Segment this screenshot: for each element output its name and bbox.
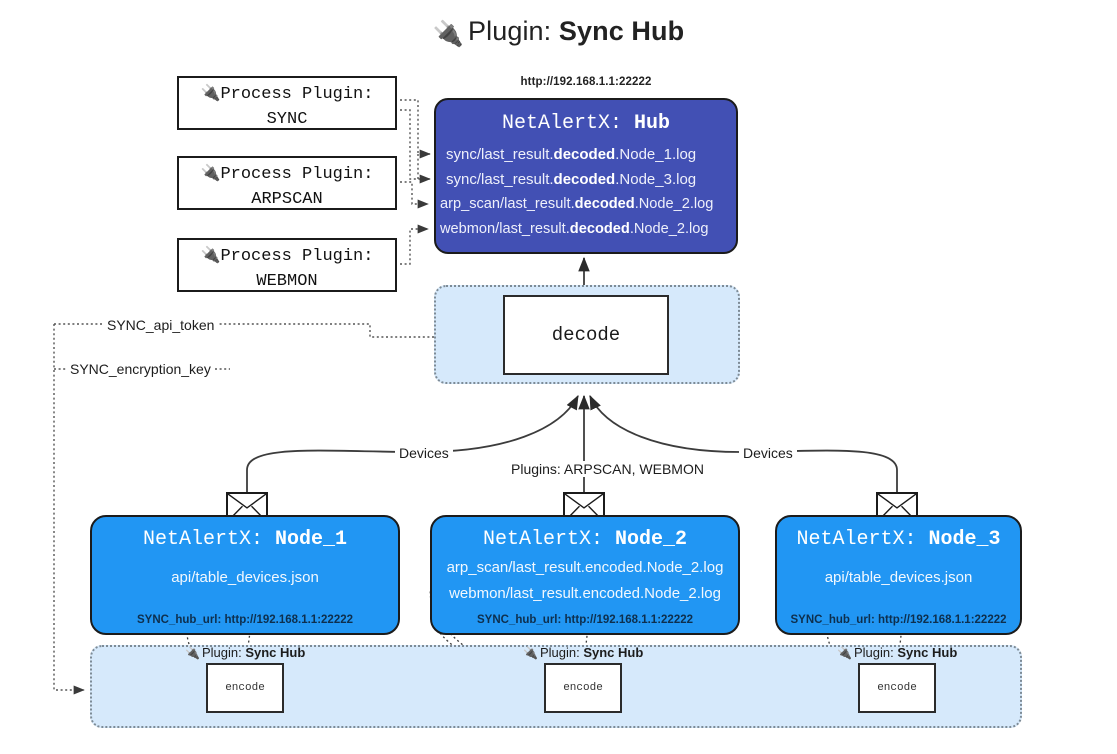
page-title-prefix: Plugin: [468, 16, 559, 46]
process-plugin-sync-line2: SYNC [266, 110, 308, 129]
edge-label-plugins-center: Plugins: ARPSCAN, WEBMON [507, 461, 708, 477]
edge-label-sync-encryption-key: SYNC_encryption_key [66, 361, 215, 377]
node-box-node-3[interactable]: NetAlertX: Node_3 api/table_devices.json… [775, 515, 1022, 635]
edge-label-devices-left: Devices [395, 445, 453, 461]
node-footer: SYNC_hub_url: http://192.168.1.1:22222 [790, 614, 1007, 626]
plug-icon: 🔌 [200, 245, 221, 264]
plug-icon: 🔌 [200, 163, 221, 182]
plug-icon: 🔌 [185, 646, 200, 660]
plug-icon: 🔌 [200, 83, 221, 102]
process-plugin-arpscan[interactable]: 🔌Process Plugin: ARPSCAN [177, 156, 397, 210]
node-box-node-1[interactable]: NetAlertX: Node_1 api/table_devices.json… [90, 515, 400, 635]
plug-icon: 🔌 [432, 20, 465, 48]
process-plugin-arpscan-line1: 🔌Process Plugin: [200, 163, 374, 184]
encode-box-1[interactable]: encode [206, 663, 284, 713]
hub-log-line: sync/last_result.decoded.Node_1.log [446, 146, 697, 163]
hub-url-label: http://192.168.1.1:22222 [520, 76, 652, 88]
hub-log-line: arp_scan/last_result.decoded.Node_2.log [440, 196, 714, 212]
node-title: NetAlertX: Node_2 [482, 528, 688, 551]
node-line: webmon/last_result.encoded.Node_2.log [449, 585, 721, 602]
node-line: api/table_devices.json [171, 569, 319, 586]
hub-log-line: webmon/last_result.decoded.Node_2.log [440, 221, 709, 237]
process-plugin-sync[interactable]: 🔌Process Plugin: SYNC [177, 76, 397, 130]
edge-label-sync-api-token: SYNC_api_token [103, 317, 219, 333]
node-title: NetAlertX: Node_1 [142, 528, 348, 551]
process-plugin-sync-line1: 🔌Process Plugin: [200, 83, 374, 104]
encode-plugin-label-1: 🔌Plugin: Sync Hub [185, 645, 306, 660]
node-footer: SYNC_hub_url: http://192.168.1.1:22222 [136, 614, 354, 626]
process-plugin-arpscan-line2: ARPSCAN [251, 190, 323, 209]
process-plugin-webmon[interactable]: 🔌Process Plugin: WEBMON [177, 238, 397, 292]
page-title: 🔌Plugin: Sync Hub [0, 16, 1117, 48]
plug-icon: 🔌 [523, 646, 538, 660]
encode-box-3[interactable]: encode [858, 663, 936, 713]
process-plugin-webmon-line2: WEBMON [256, 272, 318, 291]
encode-plugin-label-3: 🔌Plugin: Sync Hub [837, 645, 958, 660]
encode-box-2[interactable]: encode [544, 663, 622, 713]
hub-title: NetAlertX: Hub [501, 112, 671, 135]
hub-log-list: sync/last_result.decoded.Node_1.log sync… [436, 142, 736, 242]
encode-plugin-label-2: 🔌Plugin: Sync Hub [523, 645, 644, 660]
node-title: NetAlertX: Node_3 [796, 528, 1001, 551]
node-line: arp_scan/last_result.encoded.Node_2.log [446, 559, 724, 576]
node-footer: SYNC_hub_url: http://192.168.1.1:22222 [476, 614, 694, 626]
node-line: api/table_devices.json [824, 569, 973, 586]
node-box-node-2[interactable]: NetAlertX: Node_2 arp_scan/last_result.e… [430, 515, 740, 635]
hub-log-line: sync/last_result.decoded.Node_3.log [446, 171, 697, 188]
page-title-name: Sync Hub [558, 16, 685, 46]
plug-icon: 🔌 [837, 646, 852, 660]
decode-box[interactable]: decode [503, 295, 669, 375]
hub-node[interactable]: NetAlertX: Hub sync/last_result.decoded.… [434, 98, 738, 254]
edge-label-devices-right: Devices [739, 445, 797, 461]
process-plugin-webmon-line1: 🔌Process Plugin: [200, 245, 374, 266]
